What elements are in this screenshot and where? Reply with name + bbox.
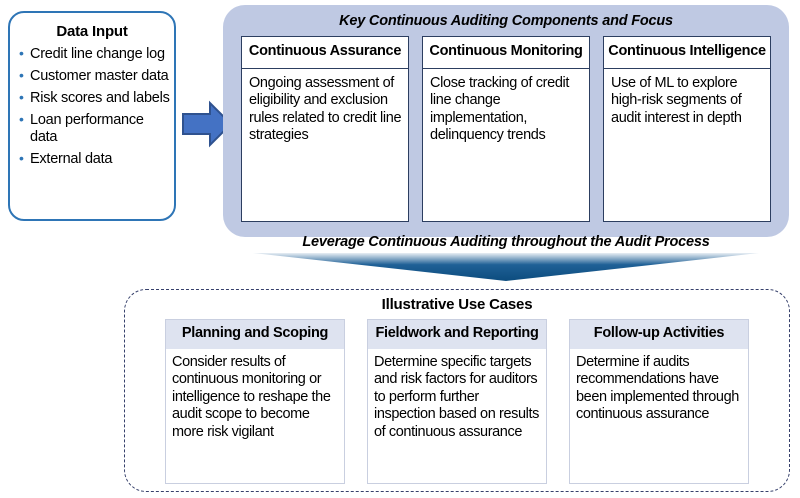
- down-chevron-icon: [253, 253, 759, 281]
- leverage-band: Leverage Continuous Auditing throughout …: [223, 231, 789, 283]
- right-block-arrow-icon: [181, 100, 233, 148]
- list-item: Credit line change log: [18, 45, 170, 63]
- list-item: Loan performance data: [18, 111, 170, 146]
- use-cases-panel: Illustrative Use Cases Planning and Scop…: [124, 289, 790, 492]
- data-input-box: Data Input Credit line change log Custom…: [8, 11, 176, 221]
- list-item: Risk scores and labels: [18, 89, 170, 107]
- component-card-continuous-intelligence: Continuous Intelligence Use of ML to exp…: [603, 36, 771, 222]
- leverage-label: Leverage Continuous Auditing throughout …: [302, 234, 710, 250]
- component-card-body: Ongoing assessment of eligibility and ex…: [249, 74, 402, 144]
- component-card-header: Continuous Assurance: [242, 37, 408, 69]
- use-case-card-body: Determine if audits recommendations have…: [570, 348, 748, 483]
- component-card-body: Close tracking of credit line change imp…: [430, 74, 570, 144]
- use-case-card-fieldwork-and-reporting: Fieldwork and Reporting Determine specif…: [367, 319, 547, 484]
- key-components-title: Key Continuous Auditing Components and F…: [339, 13, 673, 29]
- use-case-card-header: Follow-up Activities: [570, 320, 748, 349]
- component-card-header: Continuous Intelligence: [604, 37, 770, 69]
- use-case-card-header: Planning and Scoping: [166, 320, 344, 349]
- component-card-continuous-monitoring: Continuous Monitoring Close tracking of …: [422, 36, 590, 222]
- data-input-title: Data Input: [56, 23, 128, 40]
- use-case-card-header: Fieldwork and Reporting: [368, 320, 546, 349]
- use-case-card-body: Consider results of continuous monitorin…: [166, 348, 344, 483]
- key-components-card-group: Continuous Assurance Ongoing assessment …: [241, 36, 771, 222]
- list-item: External data: [18, 150, 170, 168]
- key-components-panel: Key Continuous Auditing Components and F…: [223, 5, 789, 237]
- use-case-card-body: Determine specific targets and risk fact…: [368, 348, 546, 483]
- component-card-continuous-assurance: Continuous Assurance Ongoing assessment …: [241, 36, 409, 222]
- use-cases-title: Illustrative Use Cases: [381, 296, 533, 313]
- list-item: Customer master data: [18, 67, 170, 85]
- data-input-list: Credit line change log Customer master d…: [10, 45, 174, 168]
- use-case-card-planning-and-scoping: Planning and Scoping Consider results of…: [165, 319, 345, 484]
- component-card-header: Continuous Monitoring: [423, 37, 589, 69]
- component-card-body: Use of ML to explore high-risk segments …: [611, 74, 742, 126]
- use-cases-card-group: Planning and Scoping Consider results of…: [165, 319, 749, 484]
- use-case-card-follow-up-activities: Follow-up Activities Determine if audits…: [569, 319, 749, 484]
